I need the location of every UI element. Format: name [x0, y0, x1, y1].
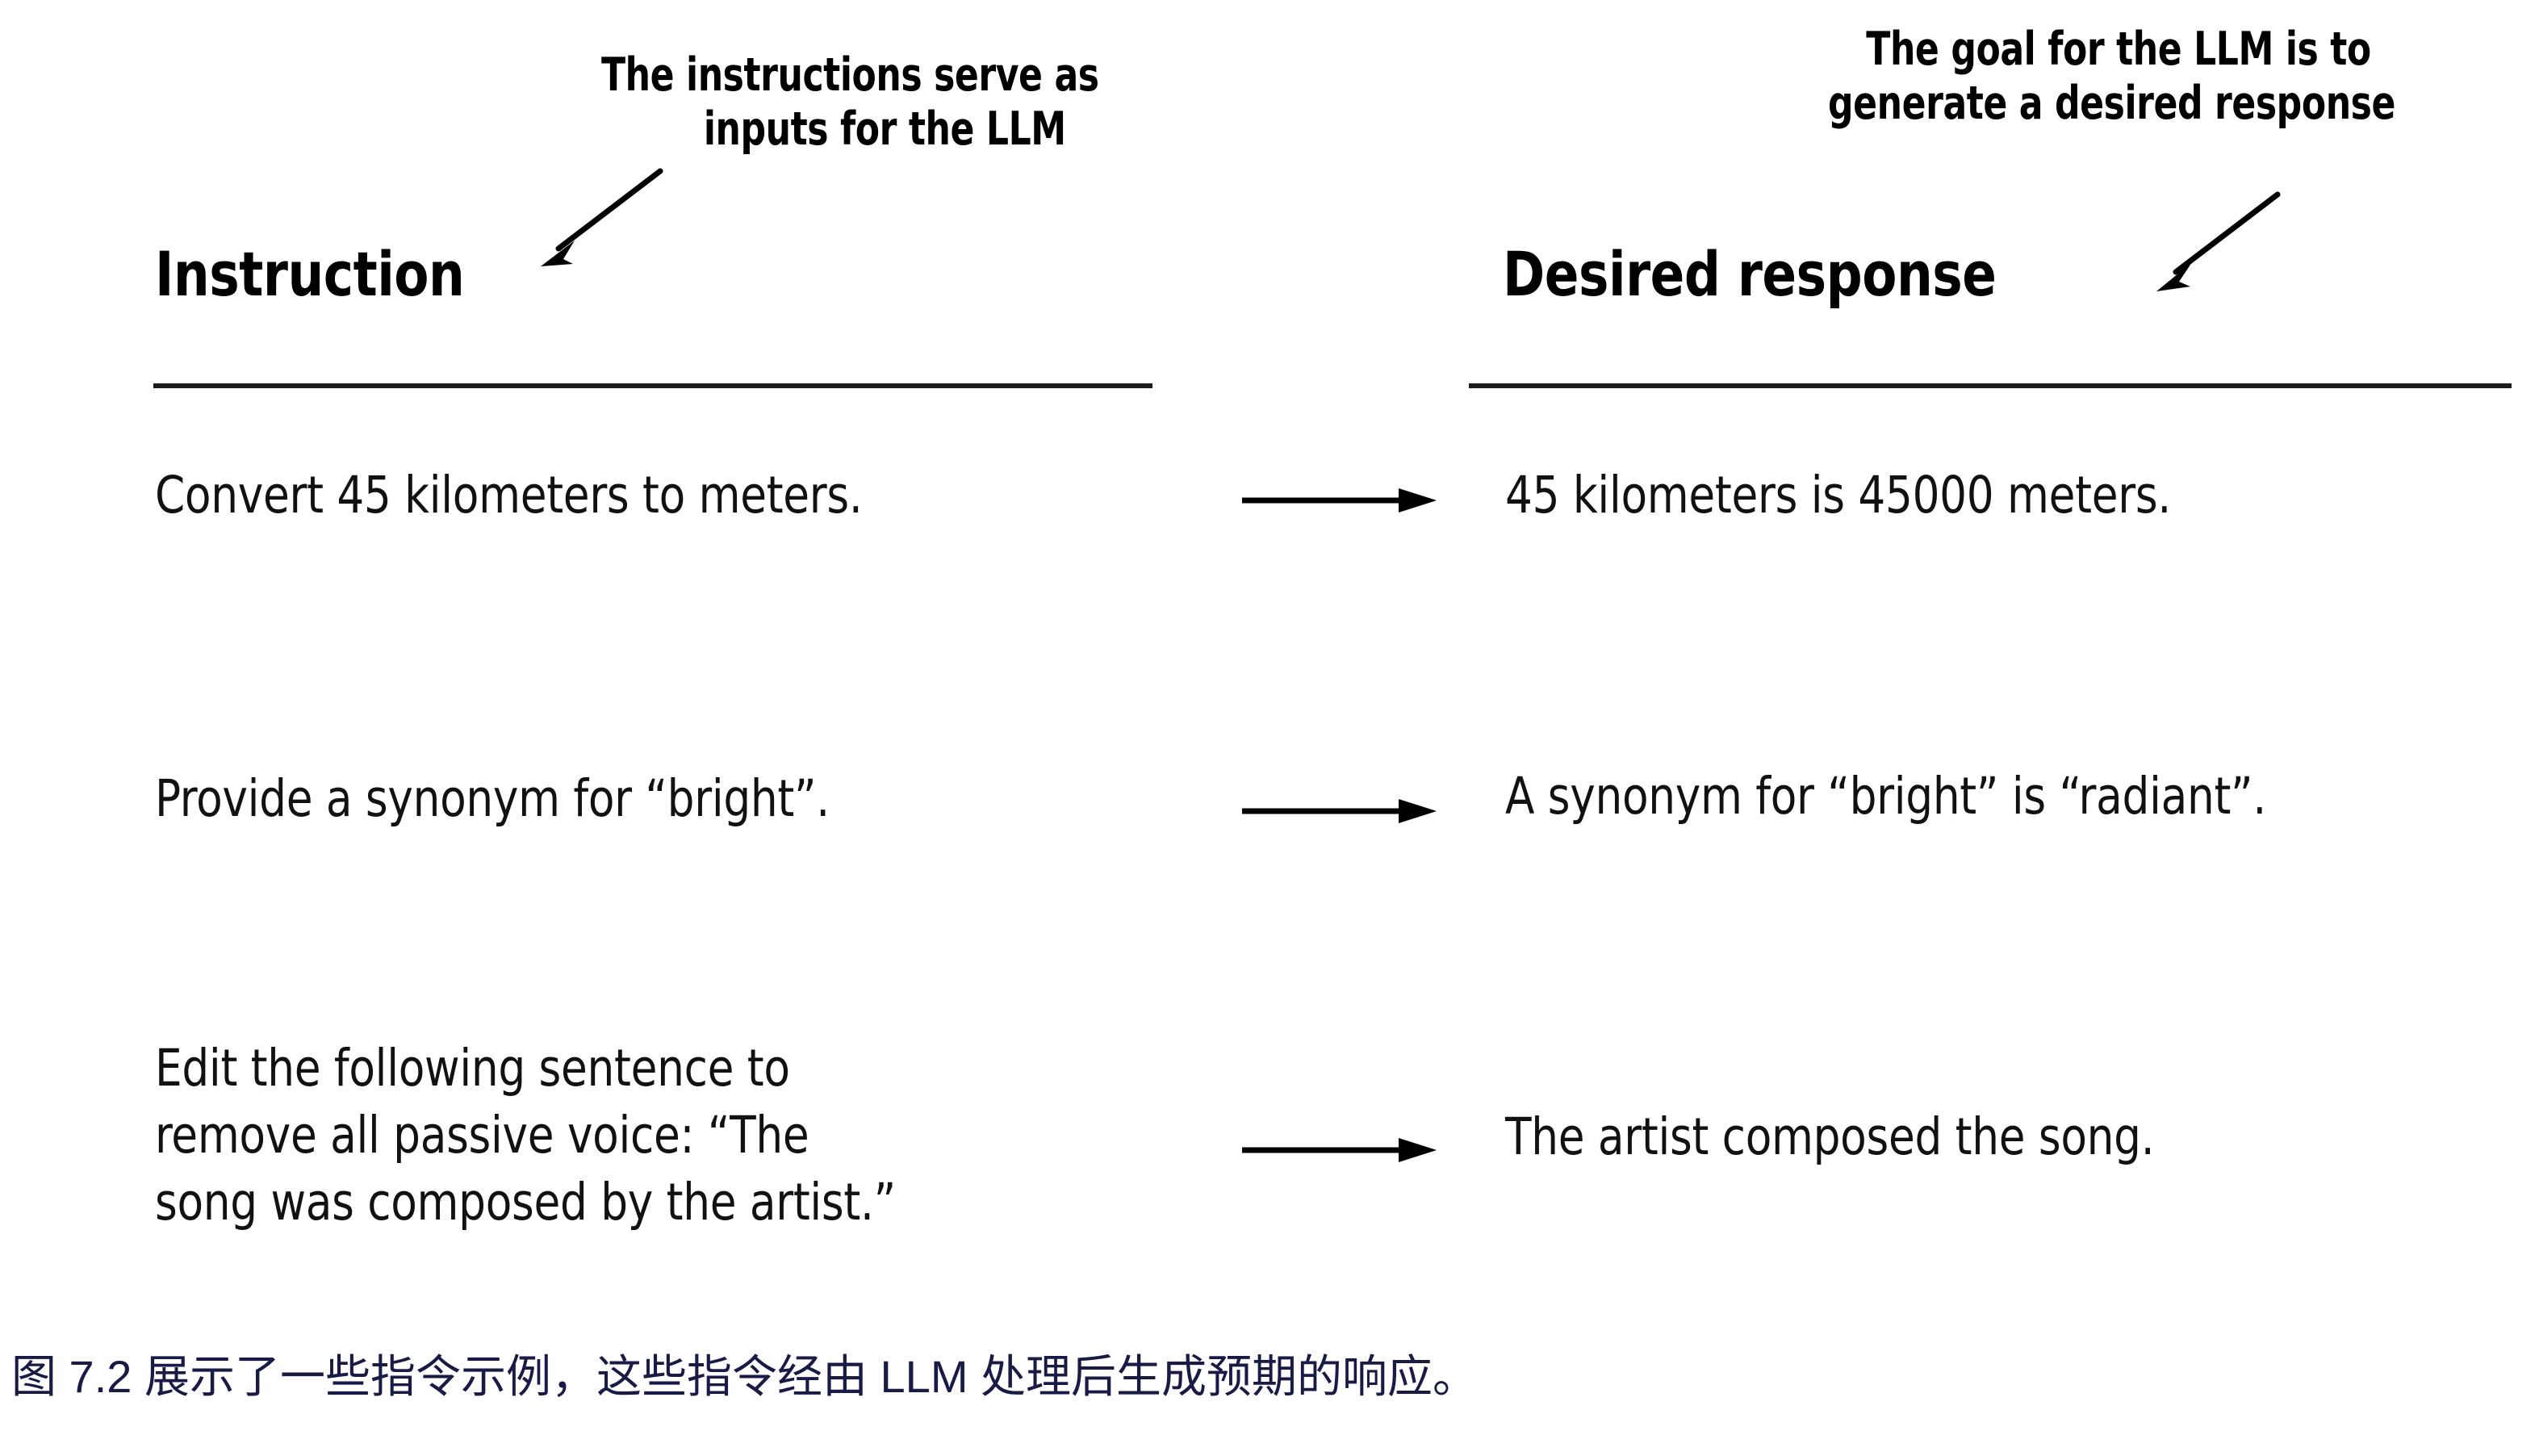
instruction-callout-line-2: inputs for the LLM: [703, 103, 1066, 157]
figure-caption: 图 7.2 展示了一些指令示例，这些指令经由 LLM 处理后生成预期的响应。: [11, 1351, 1479, 1402]
right-arrow-icon: [1242, 1138, 1437, 1162]
response-cell: The artist composed the song.: [1505, 1107, 2155, 1166]
right-arrow-icon: [1242, 488, 1437, 513]
instruction-cell: Edit the following sentence to remove al…: [155, 1039, 896, 1232]
column-heading-desired-response: Desired response: [1503, 238, 1997, 310]
column-rule-left: [153, 383, 1152, 388]
instruction-cell: Provide a synonym for “bright”.: [155, 769, 830, 828]
instruction-callout-line-1: The instructions serve as: [601, 48, 1099, 102]
response-cell: A synonym for “bright” is “radiant”.: [1505, 767, 2266, 826]
response-callout-line-1: The goal for the LLM is to: [1866, 23, 2371, 76]
instruction-callout-text: The instructions serve as inputs for the…: [601, 48, 1099, 157]
diagonal-down-left-arrow-icon: [2156, 191, 2281, 291]
column-rule-right: [1469, 383, 2512, 388]
column-heading-instruction: Instruction: [155, 238, 465, 310]
response-callout-line-2: generate a desired response: [1828, 77, 2395, 131]
right-arrow-icon: [1242, 799, 1437, 823]
instruction-dataset-figure: The instructions serve as inputs for the…: [153, 23, 2512, 1232]
response-cell: 45 kilometers is 45000 meters.: [1505, 466, 2171, 525]
instruction-cell: Convert 45 kilometers to meters.: [155, 466, 863, 525]
response-callout-text: The goal for the LLM is to generate a de…: [1828, 23, 2395, 132]
diagonal-down-left-arrow-icon: [541, 168, 663, 266]
